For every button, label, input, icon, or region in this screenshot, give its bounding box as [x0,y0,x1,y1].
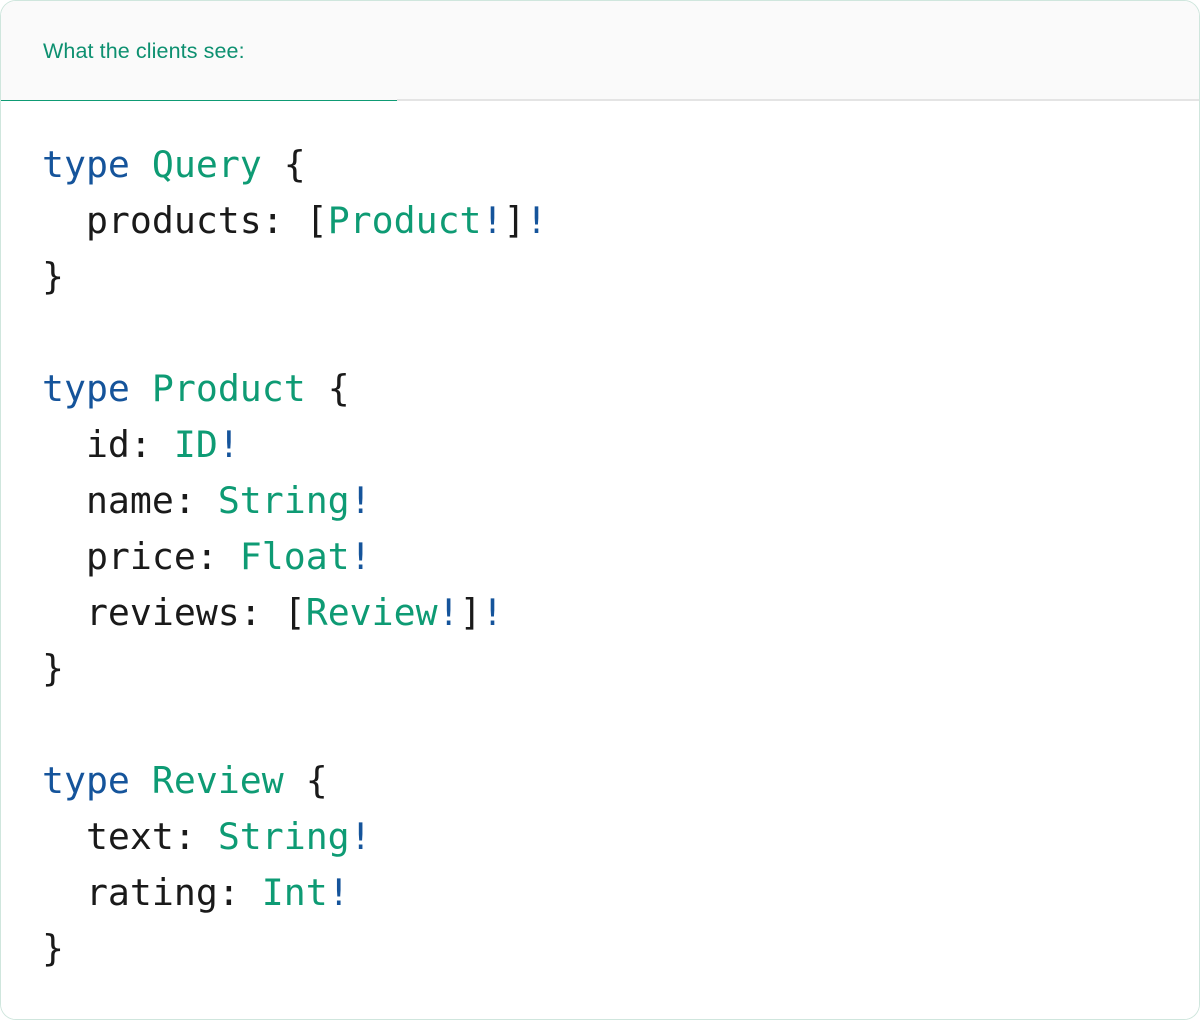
code-token-bang: ! [481,591,504,634]
code-token-type: String [217,479,350,522]
code-token-punc [42,591,86,634]
code-token-bang: ! [437,591,460,634]
code-token-punc: : [129,423,174,466]
code-token-punc: : [ [261,199,328,242]
code-line: type Product { [42,361,1199,417]
code-token-type: Float [239,535,350,578]
code-area[interactable]: type Query { products: [Product!]! } typ… [1,101,1199,1019]
code-token-bang: ! [349,535,372,578]
code-token-punc: : [217,871,262,914]
code-line: name: String! [42,473,1199,529]
code-line: type Query { [42,137,1199,193]
code-line: reviews: [Review!]! [42,585,1199,641]
code-line [42,305,1199,361]
code-token-type: Query [151,143,262,186]
code-token-punc: : [173,815,218,858]
code-token-punc [42,871,86,914]
code-token-name: id [85,423,130,466]
code-line: type Review { [42,753,1199,809]
code-token-punc: : [ [239,591,306,634]
code-token-name: price [85,535,196,578]
code-token-punc [42,423,86,466]
code-token-punc [42,479,86,522]
code-token-bang: ! [525,199,548,242]
code-line: } [42,641,1199,697]
graphql-schema-code: type Query { products: [Product!]! } typ… [1,101,1199,977]
code-token-type: Product [327,199,482,242]
code-token-name: rating [85,871,218,914]
tab-label: What the clients see: [43,38,245,63]
code-token-bang: ! [217,423,240,466]
code-token-name: reviews [85,591,240,634]
code-token-kw: type [42,143,130,186]
code-line: price: Float! [42,529,1199,585]
code-token-punc [130,367,152,410]
code-token-punc [42,199,86,242]
code-token-name: name [85,479,174,522]
code-token-bang: ! [349,815,372,858]
code-token-kw: type [42,367,130,410]
code-token-name: text [85,815,174,858]
code-token-type: Int [261,871,328,914]
code-token-punc [130,759,152,802]
code-token-punc: } [42,255,64,298]
code-token-type: Review [305,591,438,634]
tab-bar: What the clients see: [1,1,1199,103]
code-token-punc: { [305,367,350,410]
code-line: id: ID! [42,417,1199,473]
code-token-punc: } [42,647,64,690]
code-token-bang: ! [481,199,504,242]
code-line: products: [Product!]! [42,193,1199,249]
code-token-punc: { [283,759,328,802]
code-line [42,697,1199,753]
code-token-punc: ] [503,199,526,242]
code-token-bang: ! [349,479,372,522]
code-token-bang: ! [327,871,350,914]
code-token-punc: : [173,479,218,522]
code-token-punc: { [261,143,306,186]
code-token-punc: ] [459,591,482,634]
code-token-kw: type [42,759,130,802]
code-line: text: String! [42,809,1199,865]
code-token-punc: : [195,535,240,578]
code-token-punc [42,815,86,858]
code-token-name: products [85,199,262,242]
tab-what-the-clients-see[interactable]: What the clients see: [1,1,397,103]
code-token-punc: } [42,927,64,970]
code-line: rating: Int! [42,865,1199,921]
code-token-punc [130,143,152,186]
code-token-type: String [217,815,350,858]
code-token-punc [42,535,86,578]
code-line: } [42,921,1199,977]
code-line: } [42,249,1199,305]
code-token-type: Product [151,367,306,410]
code-token-type: ID [173,423,218,466]
code-token-type: Review [151,759,284,802]
